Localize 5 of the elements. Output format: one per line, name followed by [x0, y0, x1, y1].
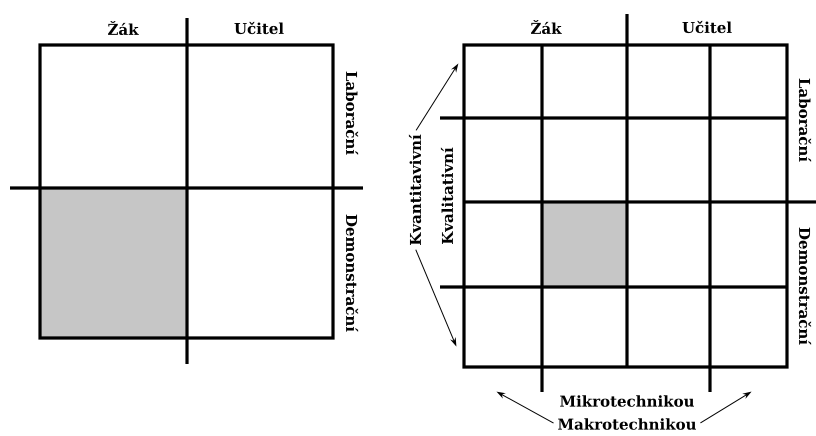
axis-label: Makrotechnikou — [558, 418, 696, 430]
axis-label: Mikrotechnikou — [560, 395, 694, 407]
axis-label: Kvantitavivní — [408, 134, 422, 245]
grid-frame — [38, 43, 335, 340]
grid-frame — [462, 43, 789, 369]
